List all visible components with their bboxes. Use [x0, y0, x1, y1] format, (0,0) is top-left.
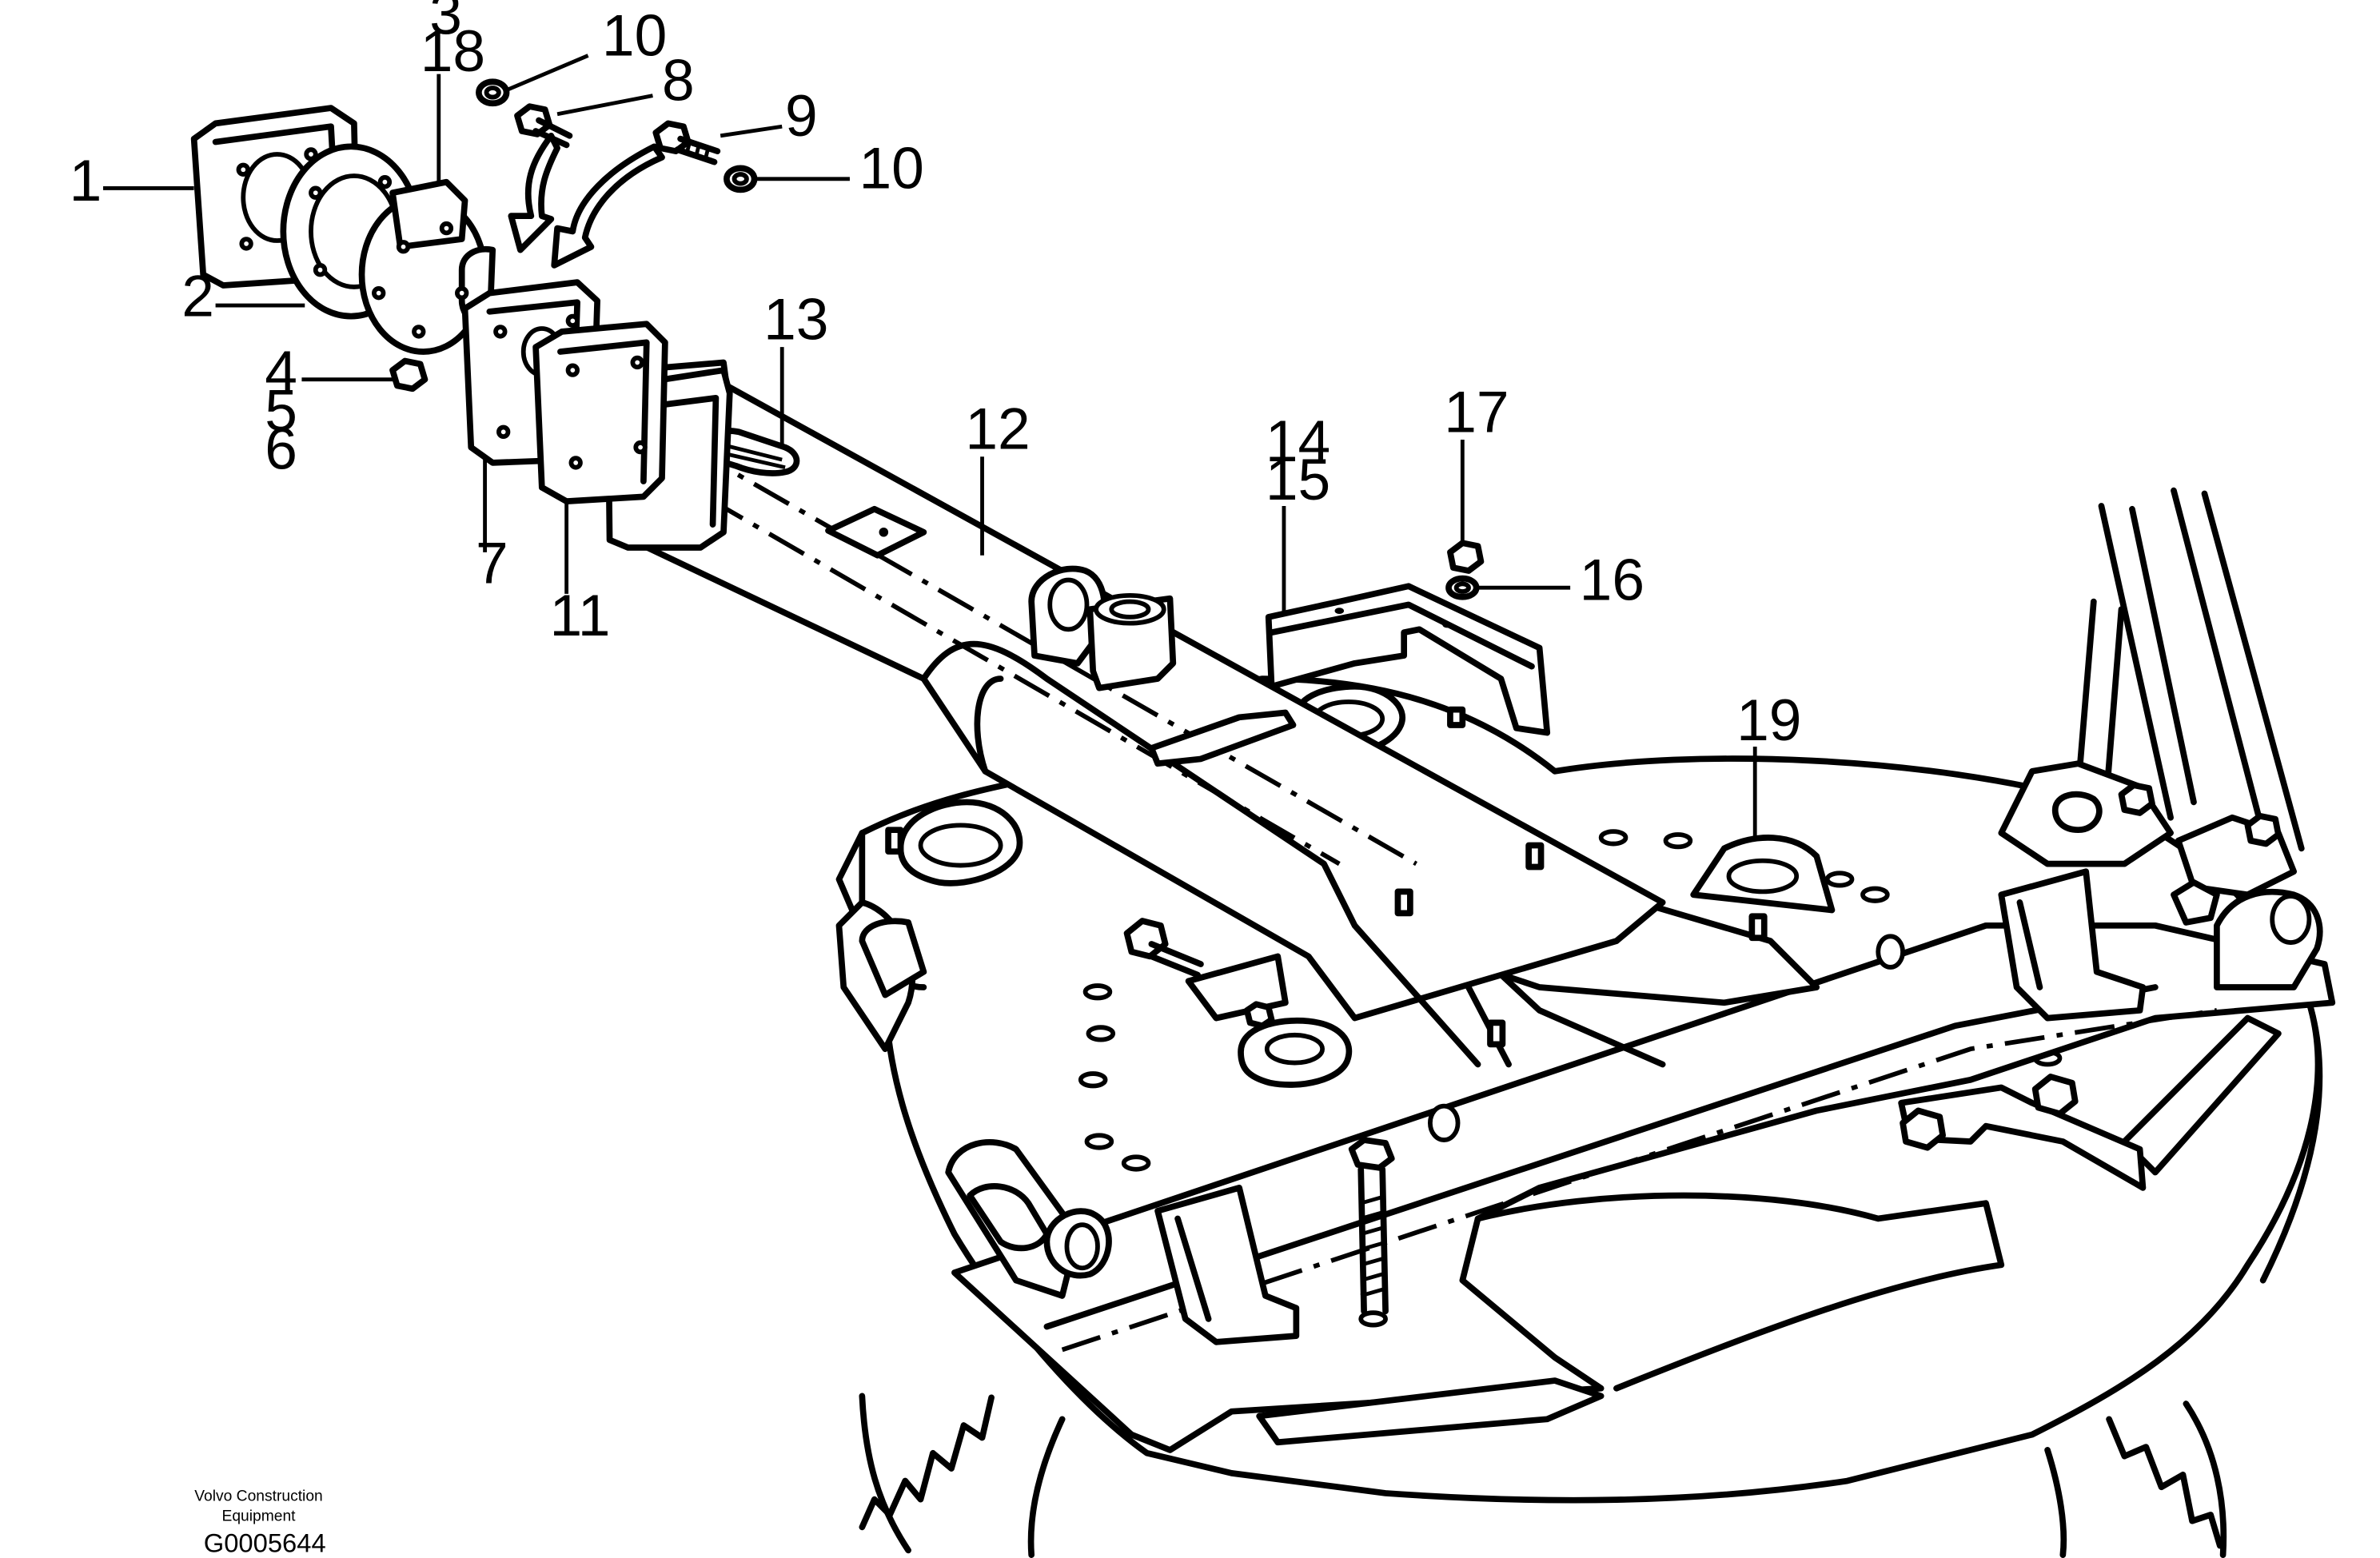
callout-19: 19	[1736, 687, 1801, 753]
bracket-14-15	[1265, 583, 1551, 736]
callout-2: 2	[181, 264, 214, 329]
callout-4: 4	[265, 339, 297, 404]
plate-studs	[885, 706, 1768, 1048]
callout-9: 9	[785, 83, 818, 149]
callout-12: 12	[965, 396, 1030, 461]
figure-code: G0005644	[204, 1528, 326, 1557]
nut-and-washer	[1445, 540, 1485, 600]
leader-lines	[103, 54, 1757, 841]
callout-8: 8	[662, 47, 695, 113]
company-name-line1: Volvo Construction	[194, 1488, 322, 1505]
callout-10-top: 10	[602, 2, 667, 68]
company-name-line2: Equipment	[221, 1508, 296, 1525]
callout-11: 11	[549, 583, 610, 648]
callout-18: 18	[421, 18, 485, 84]
callout-labels: 1 2 3 18 4 5 6 7 8 9 10 10 11 12 13 14 1…	[70, 0, 1802, 753]
callout-7: 7	[476, 530, 508, 596]
callout-14: 14	[1266, 408, 1330, 474]
callout-6: 6	[265, 416, 297, 482]
callout-15: 15	[1266, 447, 1330, 512]
callout-10-right: 10	[859, 135, 923, 201]
callout-5: 5	[265, 377, 297, 443]
boom-tubes	[1998, 487, 2305, 926]
left-mount-parts	[859, 918, 1353, 1088]
arm-tube-12	[604, 359, 1666, 1068]
callout-1: 1	[70, 148, 102, 213]
callout-13: 13	[763, 286, 828, 352]
callout-17: 17	[1444, 379, 1509, 444]
callout-16: 16	[1580, 548, 1644, 613]
exploded-end-assembly	[190, 78, 758, 505]
callout-3: 3	[429, 0, 462, 46]
figure-footer: Volvo Construction Equipment G0005644	[194, 1488, 325, 1558]
